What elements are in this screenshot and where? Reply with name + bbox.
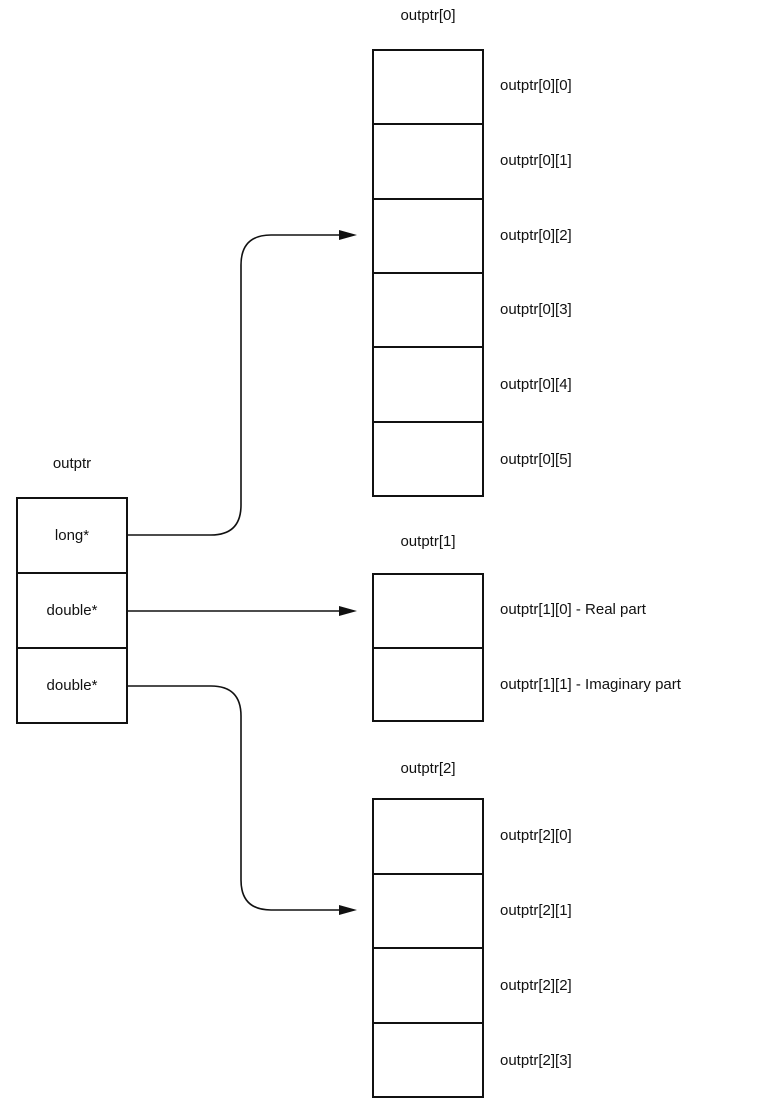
struct-cell-0: long* bbox=[54, 527, 90, 544]
array0-cell-1 bbox=[374, 123, 482, 197]
array1-cell-1 bbox=[374, 646, 482, 721]
array2-cell-0 bbox=[374, 800, 482, 873]
struct-title: outptr bbox=[52, 455, 92, 472]
pointer-struct-box: long* double*double* bbox=[16, 497, 128, 724]
arrowhead-outptr1 bbox=[339, 606, 357, 616]
array0-cell-3 bbox=[374, 271, 482, 346]
array1-cell-label-0: outptr[1][0] - Real part bbox=[500, 601, 646, 619]
array0-cell-label-5: outptr[0][5] bbox=[500, 450, 572, 468]
array1-box bbox=[372, 573, 484, 722]
array2-box bbox=[372, 798, 484, 1098]
array2-cell-label-3: outptr[2][3] bbox=[500, 1051, 572, 1069]
struct-cell-2: double* bbox=[18, 647, 126, 722]
array2-cell-2 bbox=[374, 947, 482, 1022]
array0-title: outptr[0] bbox=[400, 7, 456, 24]
array1-cell-label-1: outptr[1][1] - Imaginary part bbox=[500, 675, 681, 693]
array0-cell-label-2: outptr[0][2] bbox=[500, 226, 572, 244]
array0-cell-label-1: outptr[0][1] bbox=[500, 152, 572, 169]
array0-box bbox=[372, 49, 484, 497]
array0-cell-0 bbox=[374, 51, 482, 123]
array0-cell-label-4: outptr[0][4] bbox=[500, 376, 572, 393]
array1-title: outptr[1] bbox=[400, 533, 456, 550]
array1-cell-0 bbox=[374, 575, 482, 647]
array2-cell-label-1: outptr[2][1] bbox=[500, 901, 572, 919]
array0-cell-label-0: outptr[0][0] bbox=[500, 77, 572, 95]
array2-cell-label-2: outptr[2][2] bbox=[500, 976, 572, 994]
array2-cell-label-0: outptr[2][0] bbox=[500, 826, 572, 844]
array2-title: outptr[2] bbox=[400, 760, 456, 777]
arrowhead-outptr0 bbox=[339, 230, 357, 240]
array0-cell-4 bbox=[374, 346, 482, 420]
arrow-outptr2 bbox=[128, 685, 340, 911]
arrow-outptr0 bbox=[128, 234, 340, 536]
struct-cell-1: double* bbox=[18, 572, 126, 647]
array0-cell-2 bbox=[374, 197, 482, 272]
array2-cell-1 bbox=[374, 872, 482, 948]
array0-cell-label-3: outptr[0][3] bbox=[500, 301, 572, 319]
array2-cell-3 bbox=[374, 1021, 482, 1097]
arrowhead-outptr2 bbox=[339, 905, 357, 915]
array0-cell-5 bbox=[374, 420, 482, 495]
